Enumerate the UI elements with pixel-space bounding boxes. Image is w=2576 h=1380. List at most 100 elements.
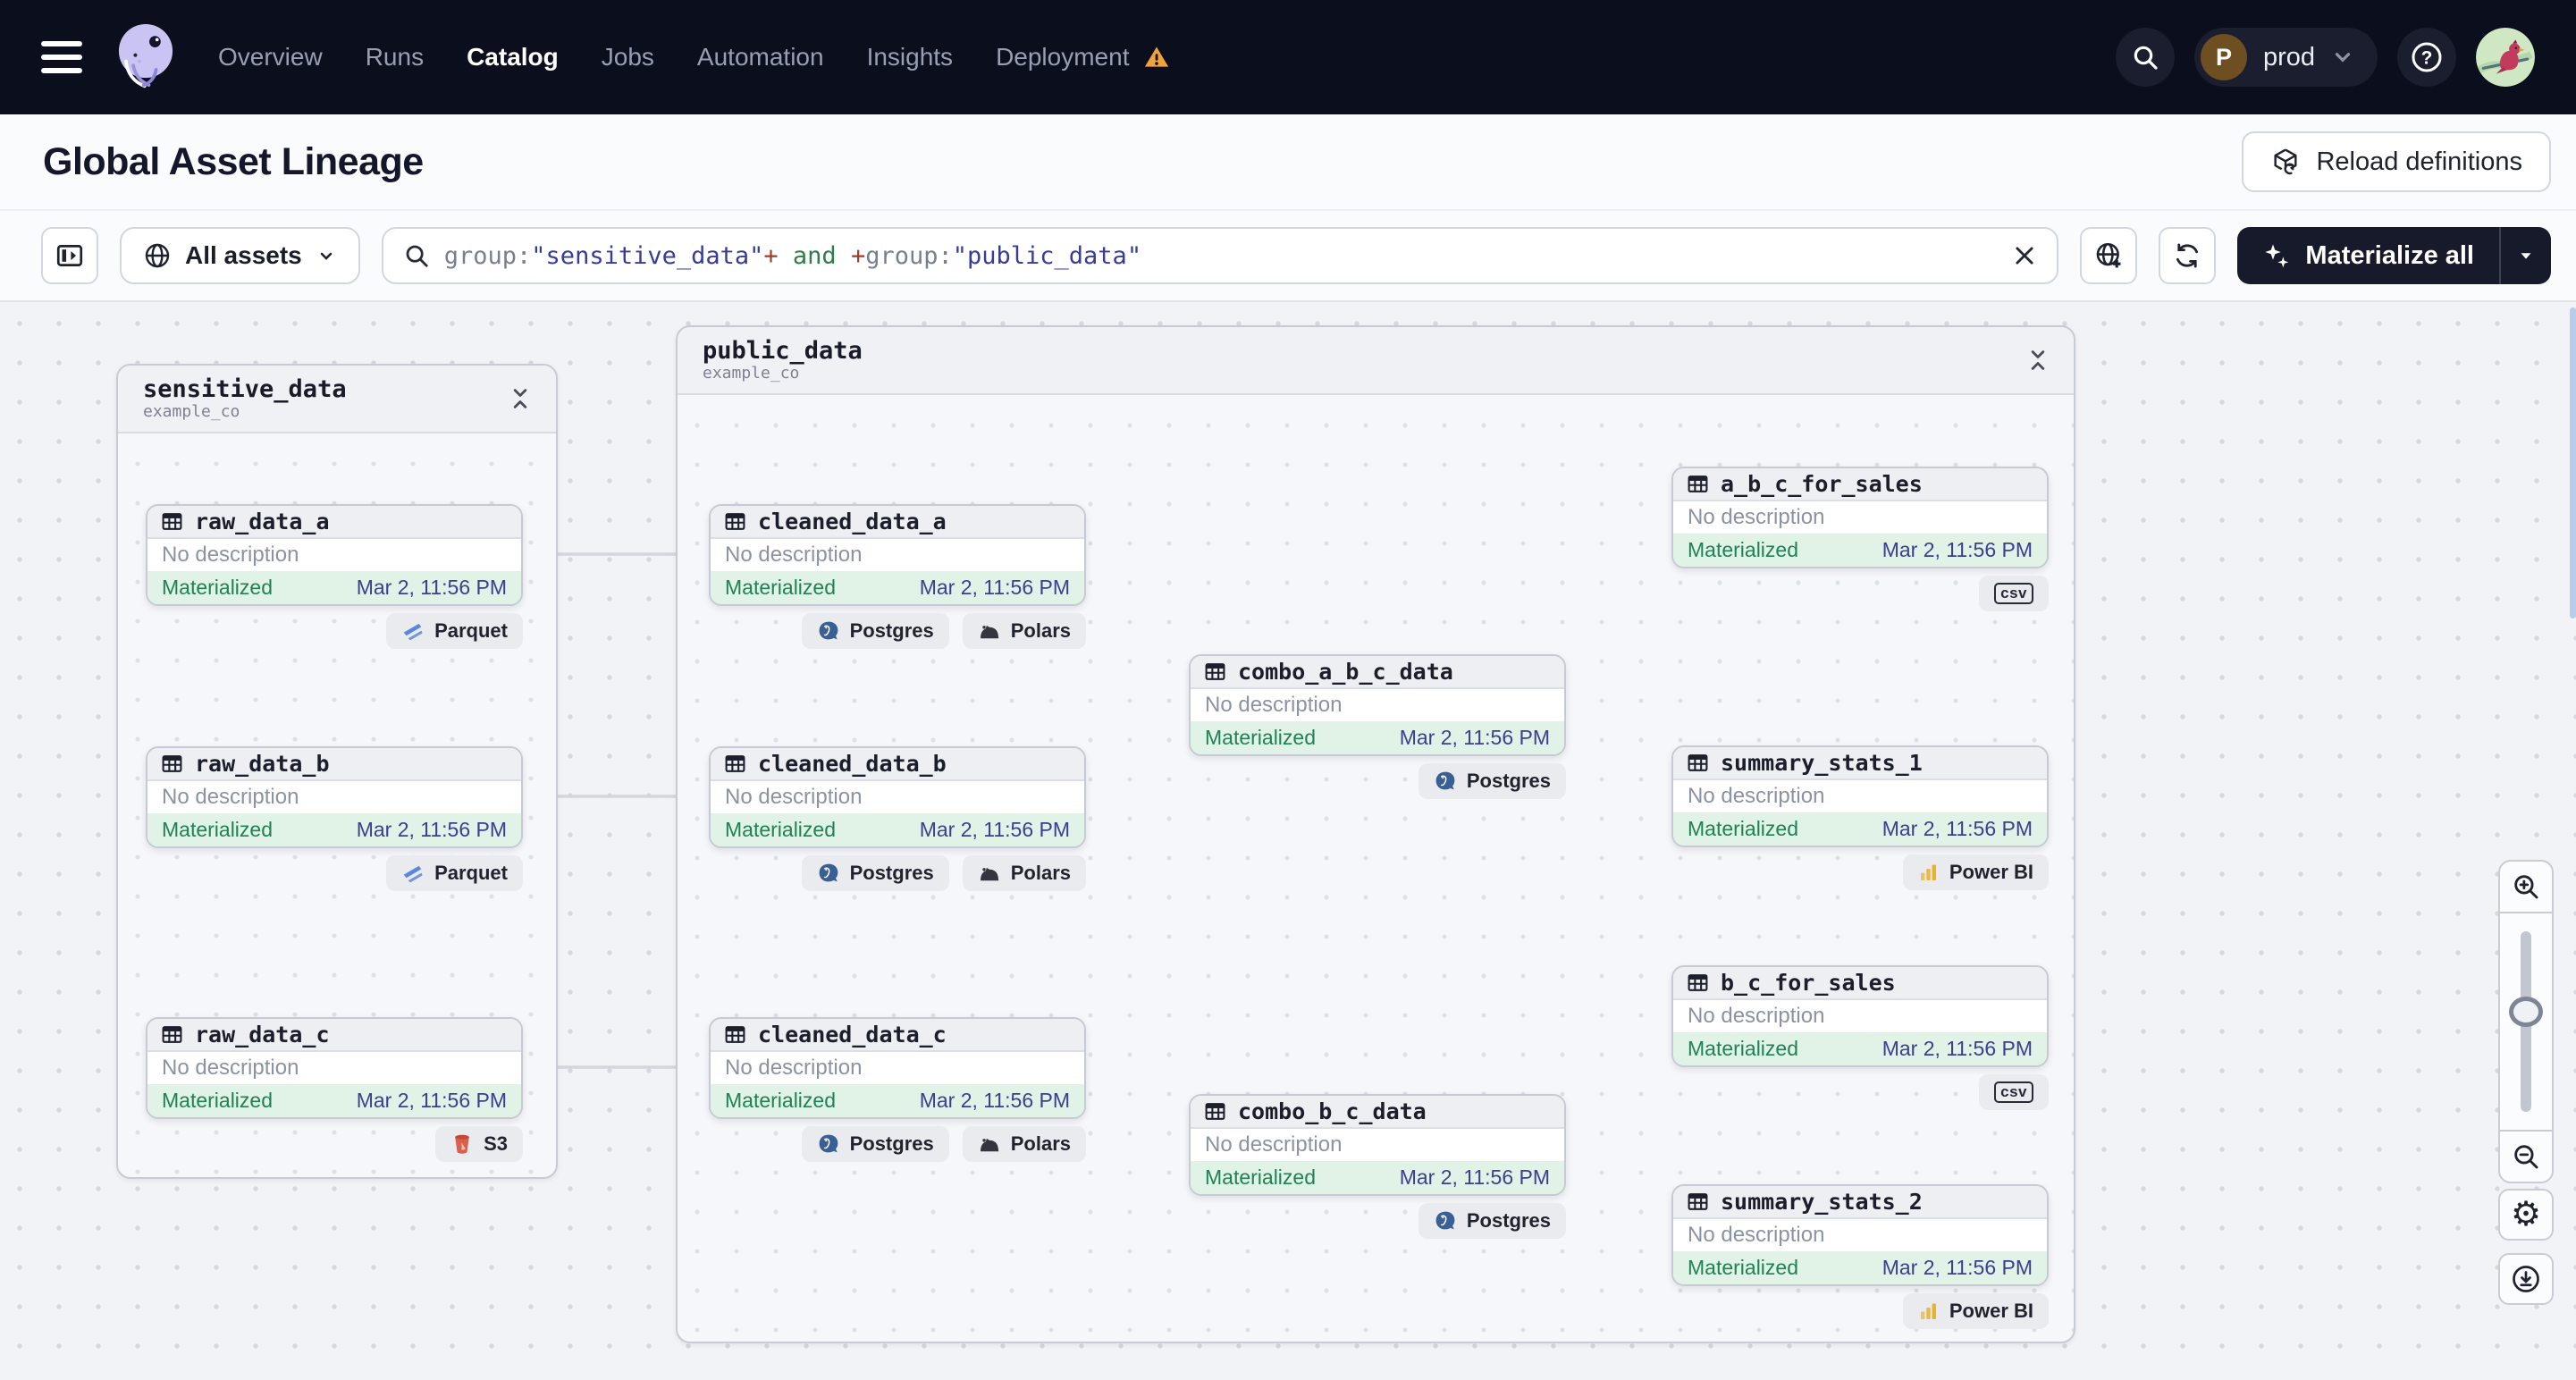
global-search-button[interactable] — [2115, 28, 2175, 87]
asset-description: No description — [162, 785, 299, 809]
s3-icon — [450, 1132, 474, 1156]
tag-postgres[interactable]: Postgres — [1418, 763, 1566, 799]
tag-postgres[interactable]: Postgres — [801, 613, 949, 649]
clear-filter-icon[interactable] — [2012, 243, 2037, 268]
reload-definitions-button[interactable]: Reload definitions — [2242, 131, 2551, 192]
nav-item-overview[interactable]: Overview — [218, 43, 323, 72]
tag-csv[interactable]: csv — [1979, 1074, 2049, 1110]
asset-name: combo_a_b_c_data — [1238, 659, 1453, 685]
tag-postgres[interactable]: Postgres — [801, 855, 949, 891]
download-image-button[interactable] — [2498, 1253, 2554, 1305]
asset-node-header: b_c_for_sales — [1673, 967, 2047, 1000]
table-icon — [1204, 661, 1226, 683]
graph-settings-button[interactable]: ⚙ — [2498, 1189, 2554, 1241]
reload-definitions-label: Reload definitions — [2316, 147, 2522, 176]
asset-tag-row: Postgres Polars — [709, 855, 1086, 891]
table-icon — [1687, 1191, 1709, 1213]
asset-scope-label: All assets — [185, 241, 302, 269]
vertical-scrollbar[interactable] — [2570, 307, 2576, 618]
group-name: public_data — [703, 336, 863, 365]
asset-description: No description — [162, 1056, 299, 1080]
materialized-timestamp: Mar 2, 11:56 PM — [1881, 817, 2033, 840]
polars-icon — [978, 862, 1001, 885]
tag-label: Postgres — [1466, 770, 1551, 792]
asset-description: No description — [1205, 1132, 1343, 1157]
tag-s3[interactable]: S3 — [435, 1126, 523, 1162]
nav-item-jobs[interactable]: Jobs — [602, 43, 654, 72]
asset-filter-input[interactable]: group:"sensitive_data"+ and +group:"publ… — [381, 227, 2059, 284]
table-icon — [724, 510, 746, 533]
dagster-logo-icon[interactable] — [113, 20, 179, 95]
tag-postgres[interactable]: Postgres — [1418, 1203, 1566, 1239]
collapse-group-icon[interactable] — [2027, 348, 2049, 373]
nav-item-label: Catalog — [467, 43, 559, 71]
tag-parquet[interactable]: Parquet — [386, 613, 523, 649]
table-icon — [1204, 1100, 1226, 1123]
nav-item-runs[interactable]: Runs — [366, 43, 424, 72]
globe-plus-icon — [2093, 240, 2124, 271]
zoom-out-button[interactable] — [2500, 1132, 2552, 1182]
asset-tag-row: Postgres Polars — [709, 1126, 1086, 1162]
materialize-all-button[interactable]: Materialize all — [2237, 227, 2551, 284]
zoom-slider[interactable] — [2500, 912, 2552, 1132]
hamburger-menu-icon[interactable] — [41, 41, 82, 73]
tag-csv[interactable]: csv — [1979, 576, 2049, 611]
nav-item-automation[interactable]: Automation — [697, 43, 824, 72]
zoom-in-button[interactable] — [2500, 862, 2552, 912]
tag-label: S3 — [484, 1132, 508, 1155]
nav-item-label: Deployment — [996, 43, 1130, 71]
materialize-options-caret[interactable] — [2499, 227, 2551, 284]
nav-item-catalog[interactable]: Catalog — [467, 43, 559, 72]
nav-item-deployment[interactable]: Deployment — [996, 43, 1170, 72]
tag-postgres[interactable]: Postgres — [801, 1126, 949, 1162]
nav-item-insights[interactable]: Insights — [867, 43, 954, 72]
help-button[interactable]: ? — [2397, 28, 2456, 87]
parquet-icon — [401, 862, 425, 885]
user-avatar[interactable] — [2476, 28, 2535, 87]
tag-label: Power BI — [1949, 861, 2033, 883]
chevron-down-icon — [316, 245, 337, 266]
deployment-switcher[interactable]: P prod — [2193, 28, 2378, 87]
status-label: Materialized — [162, 818, 273, 841]
asset-scope-dropdown[interactable]: All assets — [120, 227, 360, 284]
asset-node-header: raw_data_a — [147, 506, 521, 539]
refresh-button[interactable] — [2159, 227, 2217, 284]
view-external-assets-button[interactable] — [2080, 227, 2138, 284]
asset-node-header: raw_data_b — [147, 748, 521, 781]
zoom-slider-thumb[interactable] — [2509, 997, 2543, 1027]
tag-parquet[interactable]: Parquet — [386, 855, 523, 891]
tag-polars[interactable]: Polars — [962, 613, 1086, 649]
collapse-group-icon[interactable] — [509, 386, 531, 411]
tag-polars[interactable]: Polars — [962, 1126, 1086, 1162]
csv-icon: csv — [1994, 583, 2033, 604]
status-label: Materialized — [162, 576, 273, 599]
toggle-sidebar-button[interactable] — [41, 227, 98, 284]
tag-polars[interactable]: Polars — [962, 855, 1086, 891]
tag-powerbi[interactable]: Power BI — [1902, 1293, 2049, 1329]
tag-label: Postgres — [849, 862, 934, 884]
asset-name: raw_data_a — [195, 509, 330, 534]
tag-powerbi[interactable]: Power BI — [1902, 854, 2049, 890]
sparkles-icon — [2262, 241, 2291, 270]
asset-tag-row: Power BI — [1671, 854, 2049, 890]
